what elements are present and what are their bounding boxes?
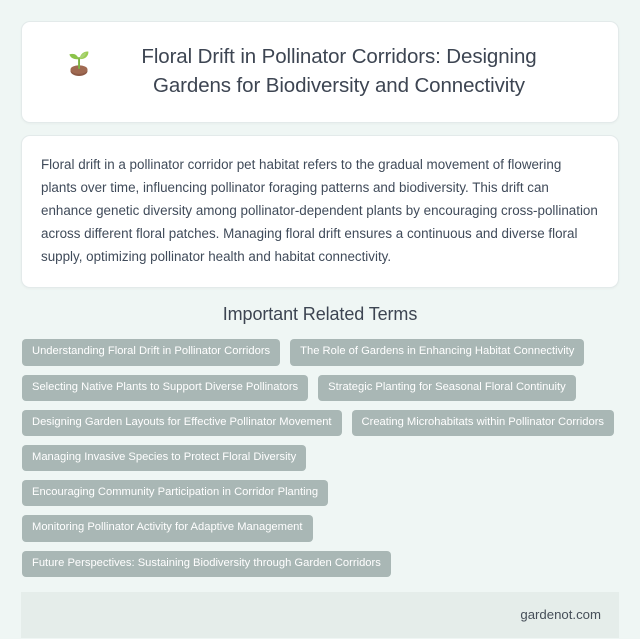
description-text: Floral drift in a pollinator corridor pe… (41, 157, 598, 265)
footer-bar: gardenot.com (21, 591, 619, 638)
related-terms-heading: Important Related Terms (222, 304, 418, 325)
related-term-tag[interactable]: Creating Microhabitats within Pollinator… (351, 409, 615, 437)
related-term-tag[interactable]: Selecting Native Plants to Support Diver… (22, 374, 309, 401)
related-term-tag[interactable]: Future Perspectives: Sustaining Biodiver… (22, 550, 391, 577)
related-term-tag[interactable]: Monitoring Pollinator Activity for Adapt… (22, 515, 313, 542)
related-terms-tag-list: Understanding Floral Drift in Pollinator… (21, 339, 619, 577)
related-term-tag[interactable]: Managing Invasive Species to Protect Flo… (22, 445, 307, 472)
related-term-tag[interactable]: Designing Garden Layouts for Effective P… (22, 409, 342, 437)
related-term-tag[interactable]: Encouraging Community Participation in C… (22, 480, 329, 507)
header-card: Floral Drift in Pollinator Corridors: De… (21, 21, 619, 124)
related-term-tag[interactable]: The Role of Gardens in Enhancing Habitat… (290, 339, 585, 366)
related-terms-section: Important Related Terms Understanding Fl… (21, 304, 619, 577)
seedling-icon (66, 48, 92, 76)
title-row: Floral Drift in Pollinator Corridors: De… (66, 42, 574, 100)
page-title: Floral Drift in Pollinator Corridors: De… (141, 45, 537, 98)
related-term-tag[interactable]: Understanding Floral Drift in Pollinator… (22, 339, 281, 366)
related-term-tag[interactable]: Strategic Planting for Seasonal Floral C… (318, 374, 576, 401)
description-card: Floral drift in a pollinator corridor pe… (21, 135, 619, 289)
footer-domain: gardenot.com (520, 607, 601, 623)
